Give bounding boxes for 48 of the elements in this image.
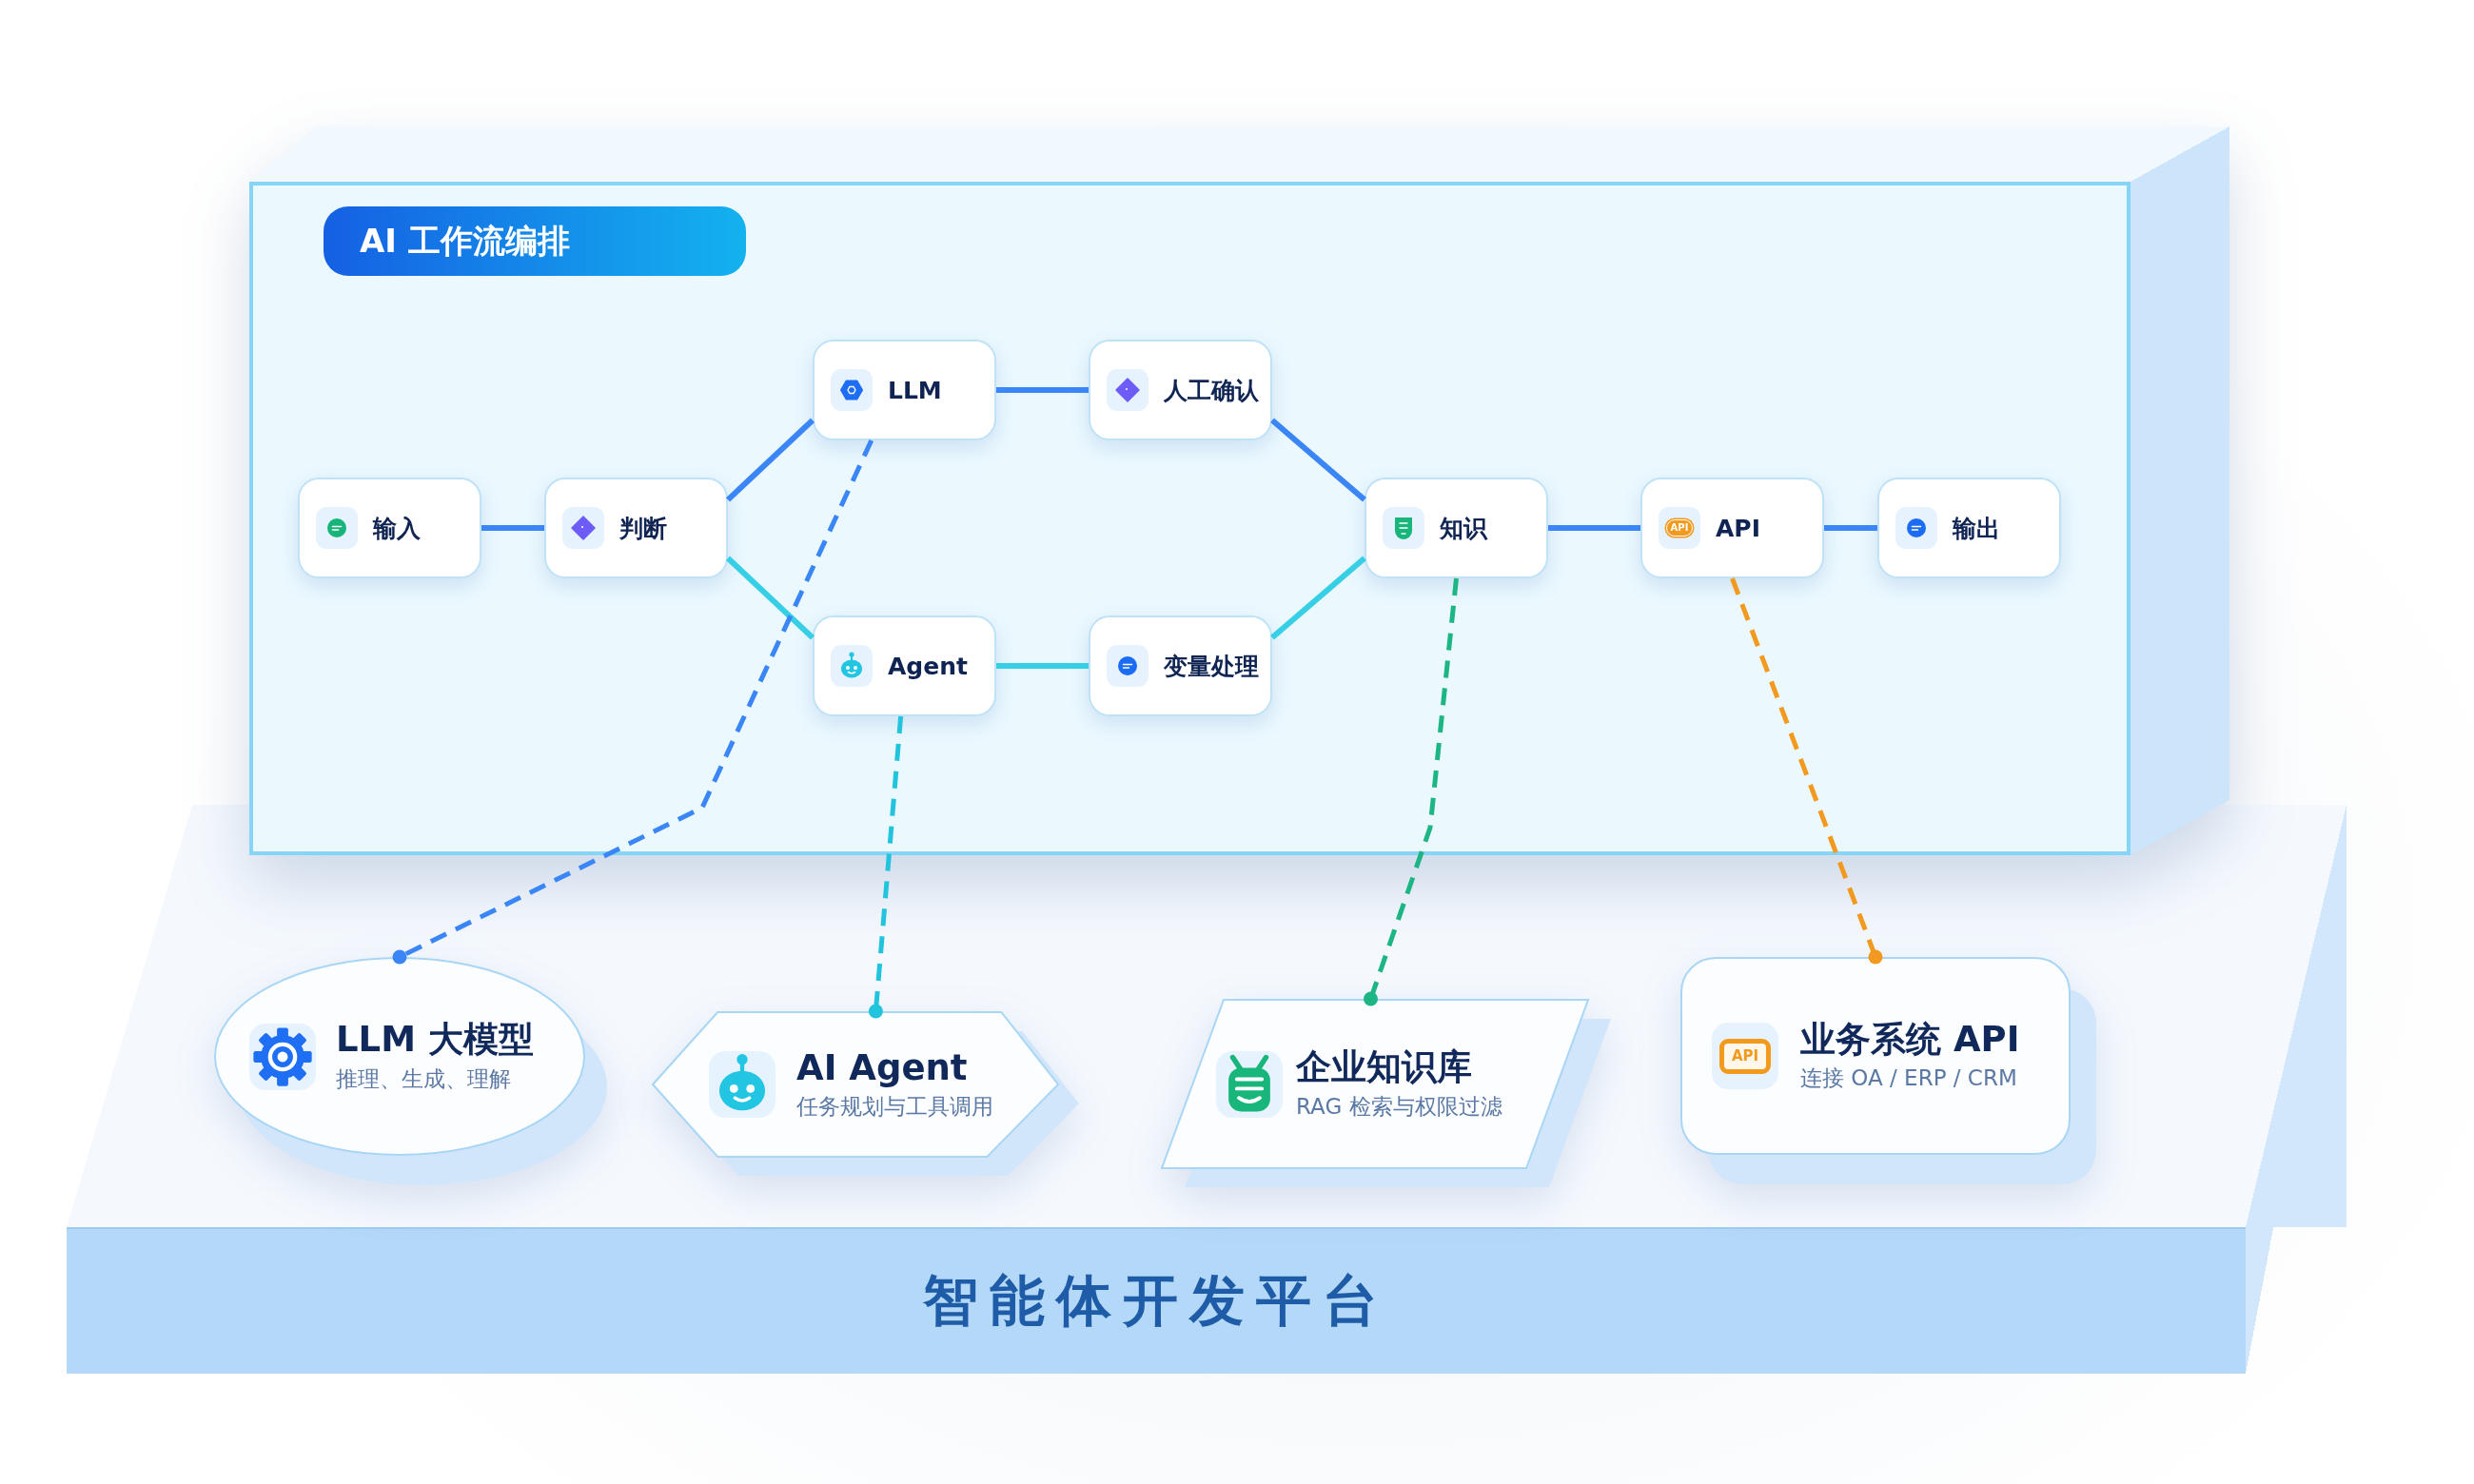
dashed-connector	[392, 439, 874, 965]
node-label: 输出	[1953, 513, 2000, 544]
feature-card	[1161, 999, 1612, 1188]
workflow-node	[1365, 478, 1548, 578]
workflow-node	[1089, 615, 1272, 716]
feature-card	[652, 1011, 1080, 1177]
workflow-node	[813, 615, 996, 716]
feature-card	[214, 957, 608, 1186]
connector-line	[1548, 525, 1640, 531]
card-subtitle: 推理、生成、理解	[336, 1065, 512, 1093]
node-label: Agent	[888, 652, 968, 680]
node-label: 人工确认	[1164, 375, 1259, 406]
card-title: AI Agent	[796, 1047, 969, 1089]
dashed-connector	[868, 715, 904, 1019]
connector-line	[481, 525, 544, 531]
platform-label: 智能体开发平台	[923, 1267, 1389, 1335]
feature-card	[1680, 957, 2097, 1185]
connector-line	[1270, 556, 1366, 640]
dashed-connector	[1364, 577, 1459, 1006]
workflow-node	[1640, 478, 1824, 578]
node-label: 变量处理	[1164, 651, 1259, 682]
connector-line	[725, 556, 815, 640]
node-label: 判断	[619, 513, 667, 544]
dashed-connector	[1730, 577, 1883, 965]
api-tag: API	[1665, 519, 1694, 537]
card-title: 业务系统 API	[1800, 1019, 2020, 1061]
workflow-node	[1089, 340, 1272, 440]
node-label: 知识	[1440, 513, 1487, 544]
card-subtitle: RAG 检索与权限过滤	[1296, 1093, 1502, 1121]
workflow-node	[298, 478, 481, 578]
node-label: 输入	[373, 513, 421, 544]
connector-line	[996, 387, 1089, 393]
connector-line	[725, 418, 815, 502]
api-tag: API	[1718, 1038, 1772, 1074]
connector-line	[996, 663, 1089, 669]
workflow-node	[544, 478, 728, 578]
card-subtitle: 连接 OA / ERP / CRM	[1800, 1065, 2018, 1093]
card-title: LLM 大模型	[336, 1020, 534, 1061]
connector-line	[1824, 525, 1877, 531]
workflow-panel	[249, 127, 2229, 855]
workflow-node	[813, 340, 996, 440]
workflow-node	[1877, 478, 2061, 578]
card-title: 企业知识库	[1296, 1047, 1473, 1088]
connector-line	[1270, 418, 1366, 502]
section-heading: AI 工作流编排	[324, 206, 746, 276]
node-label: API	[1716, 514, 1760, 542]
card-subtitle: 任务规划与工具调用	[796, 1094, 993, 1122]
node-label: LLM	[888, 376, 942, 404]
